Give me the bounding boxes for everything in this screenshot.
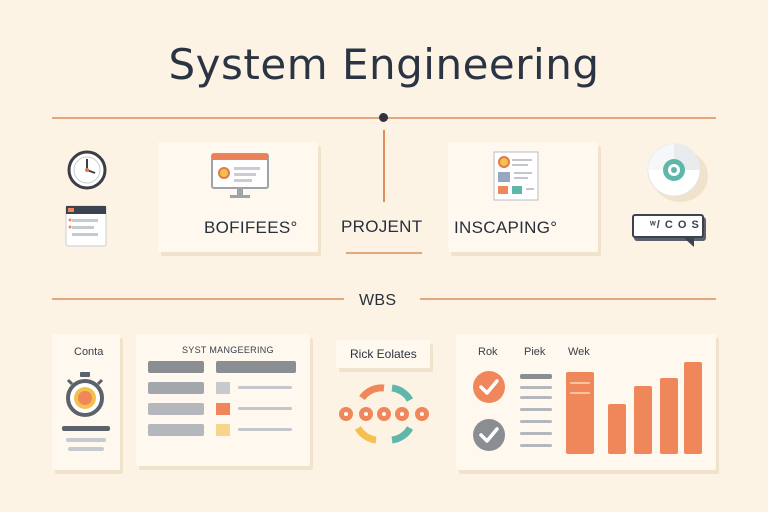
col-label-wek: Wek xyxy=(568,346,590,358)
stopwatch-icon xyxy=(66,372,104,417)
card-syst-mangeering[interactable]: SYST MANGEERING xyxy=(136,334,310,466)
status-pill-text: ʷ/ C O S xyxy=(650,219,700,231)
chart-bar-5 xyxy=(684,362,702,454)
risk-cycle-diagram xyxy=(339,384,429,444)
chart-bar-1-line xyxy=(570,392,590,394)
table-row-1-bar-a xyxy=(148,361,204,373)
status-line-7 xyxy=(520,444,552,447)
card-bofifees[interactable]: BOFIFEES° xyxy=(158,142,318,252)
monitor-icon xyxy=(211,153,269,198)
risk-label-box[interactable]: Rick Eolates xyxy=(336,340,430,368)
status-line-6 xyxy=(520,432,552,435)
status-pill[interactable]: ʷ/ C O S xyxy=(632,214,704,238)
col-label-piek: Piek xyxy=(524,346,546,358)
wbs-label: WBS xyxy=(359,292,397,309)
card-conta[interactable]: Conta xyxy=(52,334,120,470)
divider-node xyxy=(379,113,388,122)
table-row-3-bar-a xyxy=(148,403,204,415)
table-row-4-swatch xyxy=(216,424,230,436)
chart-bar-1 xyxy=(566,372,594,454)
status-line-4 xyxy=(520,408,552,411)
chart-bar-4 xyxy=(660,378,678,454)
conta-bar-3 xyxy=(68,447,104,451)
card-bofifees-label: BOFIFEES° xyxy=(204,218,298,237)
document-icon xyxy=(493,151,539,201)
wbs-divider-right xyxy=(420,298,716,300)
table-row-2-bar-a xyxy=(148,382,204,394)
status-line-5 xyxy=(520,420,552,423)
conta-bar-2 xyxy=(66,438,106,442)
table-row-1-bar-b xyxy=(216,361,296,373)
pie-icon xyxy=(647,143,708,202)
card-status-chart[interactable]: Rok Piek Wek xyxy=(456,334,716,470)
calendar-icon xyxy=(65,205,107,247)
table-row-2-swatch xyxy=(216,382,230,394)
table-row-4-line xyxy=(238,428,292,431)
risk-label: Rick Eolates xyxy=(350,347,417,361)
col-label-rok: Rok xyxy=(478,346,498,358)
pill-pointer xyxy=(684,238,694,247)
check-icon xyxy=(473,419,505,451)
table-row-3-swatch xyxy=(216,403,230,415)
syst-mangeering-header: SYST MANGEERING xyxy=(182,345,274,355)
page-title: System Engineering xyxy=(168,40,600,89)
conta-bar-1 xyxy=(62,426,110,431)
table-row-4-bar-a xyxy=(148,424,204,436)
chart-bar-3 xyxy=(634,386,652,454)
projent-underline xyxy=(346,252,422,254)
table-row-3-line xyxy=(238,407,292,410)
connector-line xyxy=(383,130,385,202)
projent-label: PROJENT xyxy=(341,217,423,236)
card-inscaping-label: INSCAPING° xyxy=(454,218,558,237)
check-icon xyxy=(473,371,505,403)
wbs-divider-left xyxy=(52,298,344,300)
clock-icon xyxy=(67,150,107,190)
card-inscaping[interactable]: INSCAPING° xyxy=(448,142,598,252)
status-line-1 xyxy=(520,374,552,379)
status-line-2 xyxy=(520,386,552,389)
chart-bar-2 xyxy=(608,404,626,454)
conta-label: Conta xyxy=(74,346,104,358)
status-line-3 xyxy=(520,396,552,399)
chart-bar-1-line xyxy=(570,382,590,384)
table-row-2-line xyxy=(238,386,292,389)
